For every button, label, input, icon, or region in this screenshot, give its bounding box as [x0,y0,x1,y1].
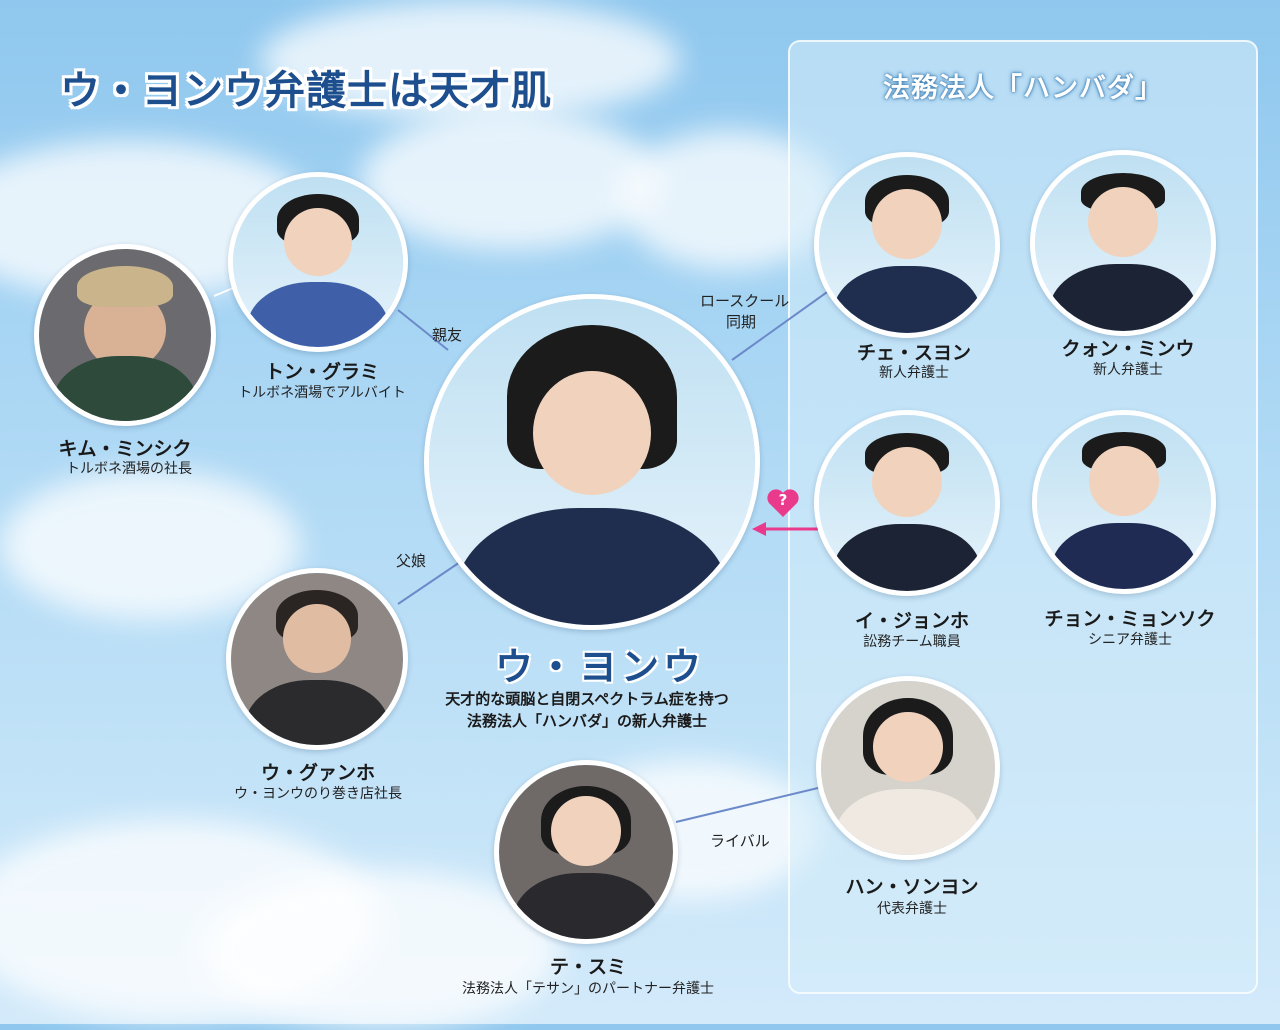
photo-kim-minsik [34,244,216,426]
photo-te-sumi [494,760,678,944]
name-ton-gurami: トン・グラミ [265,357,379,384]
role-kim-minsik: トルボネ酒場の社長 [66,458,192,478]
role-han-sonyon: 代表弁護士 [877,898,947,918]
line-rival [676,788,818,822]
photo-u-yonu [424,294,760,630]
name-te-sumi: テ・スミ [550,952,626,979]
heart-question-mark: ? [766,491,800,509]
heart-icon: ? [766,488,800,518]
center-desc-line2: 法務法人「ハンバダ」の新人弁護士 [467,710,707,731]
name-chon-myonsok: チョン・ミョンソク [1044,604,1215,631]
role-te-sumi: 法務法人「テサン」のパートナー弁護士 [462,978,714,998]
photo-che-suyon [814,152,1000,338]
role-che-suyon: 新人弁護士 [879,362,949,382]
name-kwon-minu: クォン・ミンウ [1061,334,1194,361]
role-i-jonho: 訟務チーム職員 [863,631,961,651]
role-chon-myonsok: シニア弁護士 [1088,629,1172,649]
center-name: ウ・ヨンウ [495,636,705,691]
photo-ton-gurami [228,172,408,352]
role-kwon-minu: 新人弁護士 [1093,359,1163,379]
photo-chon-myonsok [1032,410,1216,594]
photo-i-jonho [814,410,1000,596]
name-i-jonho: イ・ジョンホ [855,606,969,633]
name-han-sonyon: ハン・ソンヨン [845,872,978,899]
role-u-gwanho: ウ・ヨンウのり巻き店社長 [234,783,402,803]
name-che-suyon: チェ・スヨン [857,338,971,365]
label-father-daughter: 父娘 [396,550,426,571]
name-kim-minsik: キム・ミンシク [58,434,191,461]
role-ton-gurami: トルボネ酒場でアルバイト [238,382,406,402]
photo-kwon-minu [1030,150,1216,336]
label-rival: ライバル [710,830,770,851]
photo-u-gwanho [226,568,408,750]
center-desc-line1: 天才的な頭脳と自閉スペクトラム症を持つ [445,688,729,709]
photo-han-sonyon [816,676,1000,860]
name-u-gwanho: ウ・グァンホ [261,758,375,785]
